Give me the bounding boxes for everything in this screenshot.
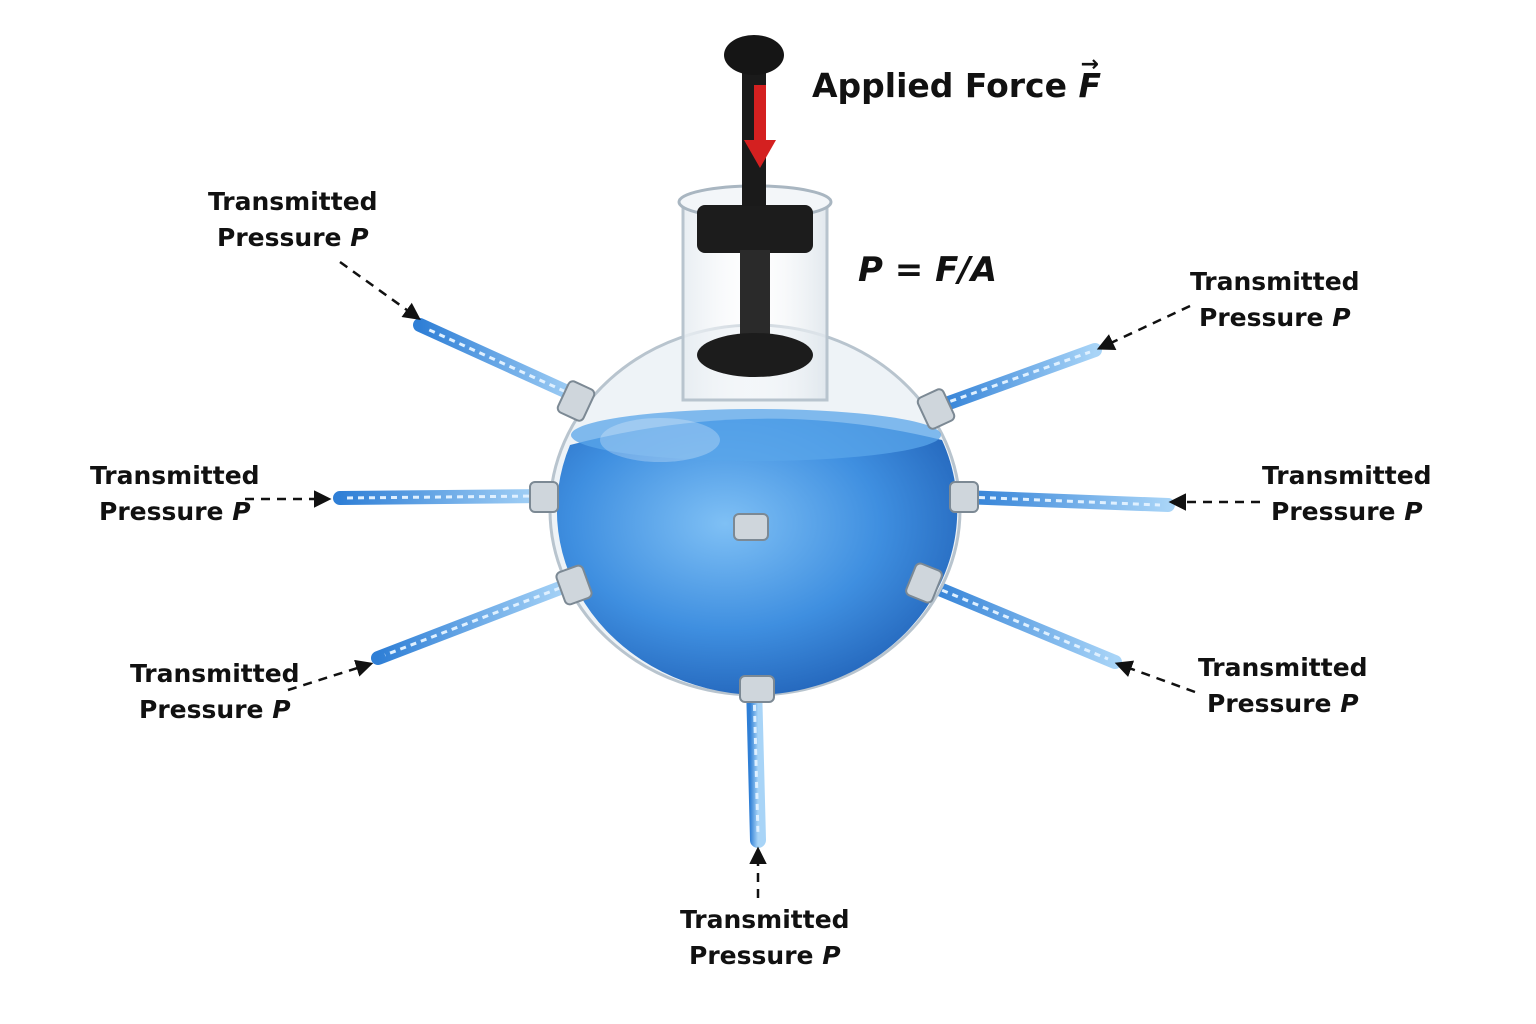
pressure-label-left: Transmitted Pressure P (90, 458, 260, 530)
pressure-symbol: P (272, 695, 291, 724)
pressure-label-right: Transmitted Pressure P (1262, 458, 1432, 530)
water-jet-upper-left (413, 318, 592, 407)
pressure-label-line2: Pressure (1199, 303, 1324, 332)
applied-force-text: Applied Force (812, 66, 1067, 105)
nozzles (529, 380, 979, 703)
pressure-symbol: P (232, 497, 251, 526)
pointer-arrow-upper-right (1096, 304, 1191, 351)
nozzle-upper-left (556, 380, 596, 422)
water-jet-upper-right (928, 343, 1102, 415)
pressure-label-line2: Pressure (689, 941, 814, 970)
piston-disc (697, 333, 813, 377)
piston-plunger (697, 35, 813, 377)
pressure-label-line1: Transmitted (130, 659, 300, 688)
pressure-label-line1: Transmitted (1198, 653, 1368, 682)
piston-head (697, 205, 813, 253)
pressure-label-line2: Pressure (1207, 689, 1332, 718)
pressure-symbol: P (350, 223, 369, 252)
pressure-label-line1: Transmitted (90, 461, 260, 490)
pressure-label-lower-left: Transmitted Pressure P (130, 656, 300, 728)
nozzle-upper-right (916, 388, 956, 430)
applied-force-label: Applied Force → F (812, 52, 1102, 105)
pressure-symbol: P (1332, 303, 1351, 332)
water-jet-right (955, 490, 1175, 512)
water-jet-lower-right (918, 576, 1122, 669)
pressure-formula: P = F/A (858, 250, 998, 290)
nozzle-right (949, 481, 979, 513)
nozzle-left (529, 481, 559, 513)
pressure-label-bottom: Transmitted Pressure P (680, 902, 850, 974)
pointer-arrow-lower-right (1114, 660, 1196, 694)
force-arrow (744, 85, 776, 168)
pressure-label-line1: Transmitted (680, 905, 850, 934)
pressure-symbol: P (1340, 689, 1359, 718)
pressure-label-upper-left: Transmitted Pressure P (208, 184, 378, 256)
water-body (556, 418, 958, 695)
water-jet-left (333, 489, 552, 505)
pressure-label-line2: Pressure (99, 497, 224, 526)
pointer-arrow-upper-left (339, 260, 421, 321)
pressure-symbol: P (1404, 497, 1423, 526)
piston-rod-lower (740, 250, 770, 340)
nozzle-front (733, 513, 769, 541)
pressure-label-line2: Pressure (1271, 497, 1396, 526)
force-vector-symbol: → F (1078, 52, 1102, 105)
water-jet-lower-left (371, 578, 575, 665)
vector-arrow-mark: → (1080, 52, 1099, 77)
water-surface (571, 409, 941, 461)
pressure-label-line2: Pressure (217, 223, 342, 252)
force-symbol: F (1078, 66, 1102, 105)
pointer-arrow-lower-left (287, 659, 374, 692)
nozzle-lower-right (905, 562, 943, 604)
pressure-label-lower-right: Transmitted Pressure P (1198, 650, 1368, 722)
pressure-label-line1: Transmitted (1262, 461, 1432, 490)
pressure-label-line1: Transmitted (1190, 267, 1360, 296)
pointer-arrows (245, 260, 1260, 898)
plunger-knob (724, 35, 784, 75)
nozzle-lower-left (555, 564, 593, 606)
pressure-label-upper-right: Transmitted Pressure P (1190, 264, 1360, 336)
pressure-symbol: P (822, 941, 841, 970)
pressure-label-line2: Pressure (139, 695, 264, 724)
nozzle-bottom (739, 675, 775, 703)
pressure-label-line1: Transmitted (208, 187, 378, 216)
